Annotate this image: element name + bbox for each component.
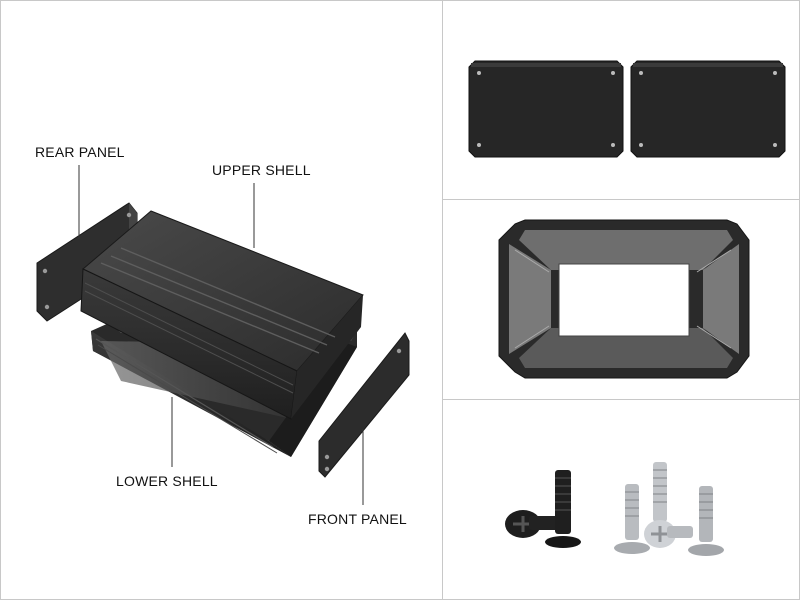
horizontal-divider-2 bbox=[443, 399, 799, 400]
exploded-assembly-view: REAR PANEL UPPER SHELL LOWER SHELL FRONT… bbox=[1, 1, 442, 599]
steel-screw-1 bbox=[614, 484, 650, 554]
steel-screw-3 bbox=[688, 486, 724, 556]
front-panel-label: FRONT PANEL bbox=[308, 511, 407, 527]
vertical-divider bbox=[442, 1, 443, 599]
upper-shell-label: UPPER SHELL bbox=[212, 162, 311, 178]
open-shell-illustration bbox=[498, 219, 750, 379]
end-panels-view bbox=[443, 1, 799, 199]
mounting-screws-view bbox=[443, 400, 799, 599]
upper-shell bbox=[80, 210, 364, 420]
open-shell-top-view bbox=[443, 200, 799, 399]
rear-panel-label: REAR PANEL bbox=[35, 144, 125, 160]
enclosure-exploded-illustration bbox=[36, 165, 410, 505]
end-panel-right bbox=[630, 60, 786, 158]
front-panel bbox=[318, 332, 410, 478]
lower-shell-label: LOWER SHELL bbox=[116, 473, 218, 489]
black-screw-standing bbox=[545, 470, 581, 548]
screws-illustration bbox=[505, 462, 724, 556]
end-panels-illustration bbox=[468, 60, 786, 158]
horizontal-divider-1 bbox=[443, 199, 799, 200]
shell-opening bbox=[558, 263, 690, 337]
steel-screw-2 bbox=[644, 462, 693, 548]
end-panel-left bbox=[468, 60, 624, 158]
